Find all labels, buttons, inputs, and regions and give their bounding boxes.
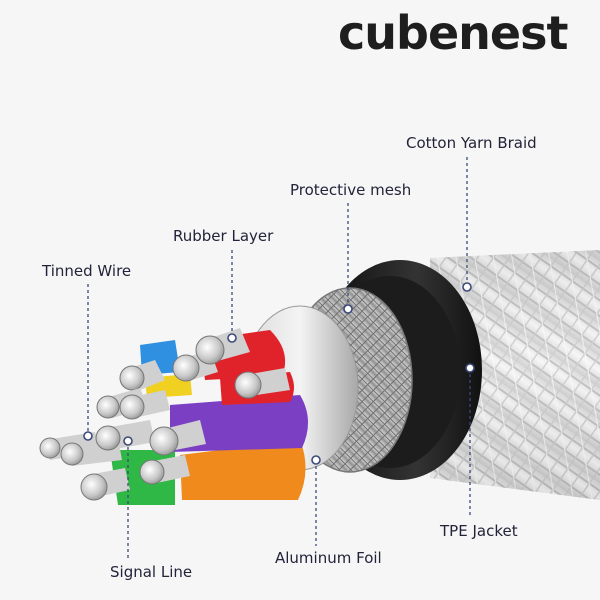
brand-logo: cubenest xyxy=(338,6,568,60)
label-tinned-wire: Tinned Wire xyxy=(42,262,132,280)
label-aluminum-foil: Aluminum Foil xyxy=(275,549,382,567)
label-cotton-yarn-braid: Cotton Yarn Braid xyxy=(406,134,537,152)
strand-bundle xyxy=(119,360,165,391)
label-tpe-jacket: TPE Jacket xyxy=(440,522,518,540)
label-protective-mesh: Protective mesh xyxy=(290,181,412,199)
strand-bundle xyxy=(80,468,130,501)
leader-lines xyxy=(87,157,471,560)
leader-dots xyxy=(83,282,475,465)
strand-bundle xyxy=(95,420,155,451)
strand-bundle xyxy=(234,368,290,399)
label-signal-line: Signal Line xyxy=(110,563,193,581)
tinned-wire-bundles xyxy=(39,328,290,501)
strand-bundle xyxy=(139,455,190,485)
wire-orange xyxy=(180,440,306,500)
strand-bundle xyxy=(149,420,206,456)
strand-bundle xyxy=(119,390,170,420)
label-rubber-layer: Rubber Layer xyxy=(173,227,274,245)
wire-purple xyxy=(170,395,309,452)
strand-bundle xyxy=(195,328,250,365)
